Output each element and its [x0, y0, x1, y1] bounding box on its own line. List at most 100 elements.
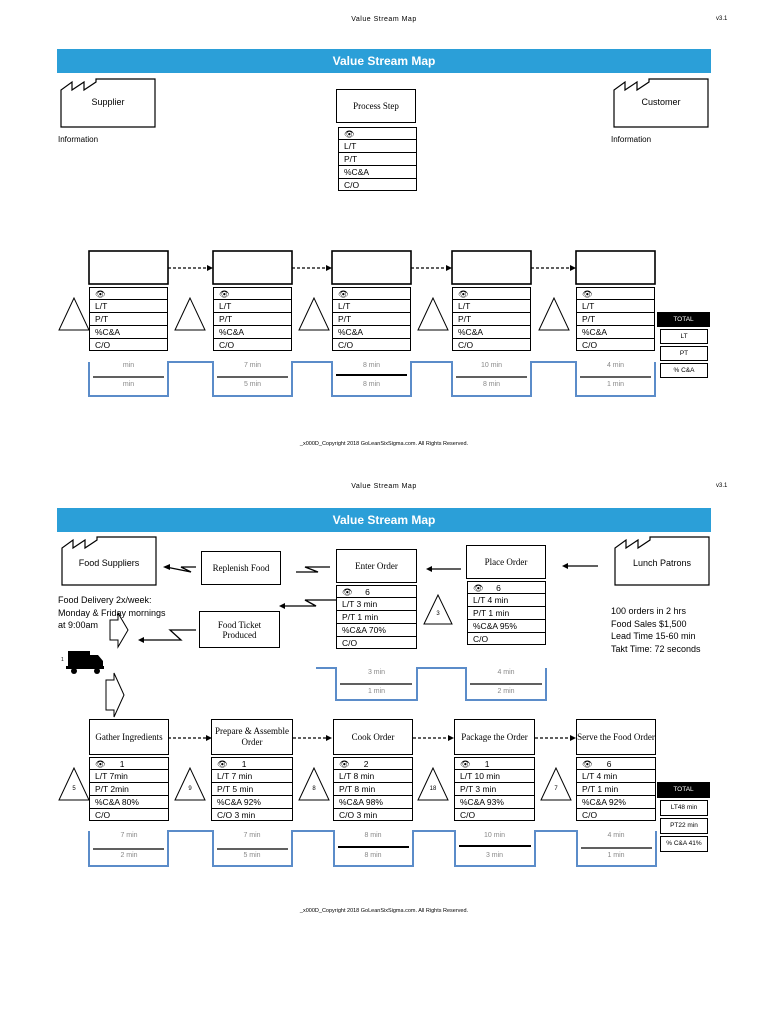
- replenish-food-box: Replenish Food: [201, 551, 281, 585]
- data-row: C/O: [455, 808, 534, 820]
- data-row: C/O: [577, 808, 655, 820]
- operator-row: 👁︎1: [455, 757, 534, 769]
- data-row: P/T 1 min: [337, 610, 416, 623]
- data-row: L/T 10 min: [455, 769, 534, 782]
- timeline-bottom-label: 2 min: [120, 852, 138, 859]
- inventory-count: 8: [312, 786, 316, 792]
- data-row: %C&A: [453, 325, 530, 338]
- operator-count: 6: [606, 759, 612, 769]
- data-row: C/O 3 min: [334, 808, 412, 820]
- timeline-bottom-label: 5 min: [243, 381, 262, 388]
- timeline-top-label: 7 min: [243, 832, 261, 839]
- operator-row: 👁︎2: [334, 757, 412, 769]
- data-row: P/T 1 min: [577, 782, 655, 795]
- operator-count: 6: [496, 583, 501, 593]
- timeline-bottom-label: 1 min: [606, 381, 625, 388]
- page1-flow-svg: [58, 250, 656, 397]
- supplier-label: Supplier: [91, 97, 125, 107]
- operator-icon: 👁︎: [95, 759, 106, 769]
- data-row: C/O: [577, 338, 654, 350]
- customer-data-line: Lead Time 15-60 min: [611, 631, 696, 641]
- electronic-info-arrow: [296, 566, 330, 573]
- data-row: P/T: [339, 152, 416, 165]
- page2-version: v3.1: [716, 483, 728, 489]
- page2-upper-flow-svg: [66, 563, 598, 718]
- upper-timeline-line: [316, 667, 547, 701]
- inventory-triangle: [174, 766, 206, 801]
- timeline-bottom-label: 1 min: [367, 688, 386, 695]
- operator-row: 👁︎: [577, 287, 654, 299]
- place-order-data-box: 👁︎ 6 L/T 4 min P/T 1 min %C&A 95% C/O: [467, 581, 546, 645]
- totals-pt: PT22 min: [660, 818, 708, 834]
- data-row: %C&A: [90, 325, 167, 338]
- operator-row: 👁︎1: [90, 757, 168, 769]
- food-ticket-label: Food Ticket Produced: [217, 619, 262, 640]
- timeline-bottom-label: 2 min: [497, 688, 515, 695]
- customer-data-line: Food Sales $1,500: [611, 618, 687, 629]
- data-row: L/T 7min: [90, 769, 168, 782]
- place-order-label: Place Order: [484, 556, 528, 567]
- customer-data-line: 100 orders in 2 hrs: [611, 606, 687, 616]
- timeline-bottom-label: 1 min: [607, 852, 625, 859]
- upper-inventory-count: 3: [436, 611, 440, 617]
- data-row: L/T 8 min: [334, 769, 412, 782]
- process-box: Package the Order: [454, 719, 535, 755]
- operator-icon: 👁︎: [95, 289, 106, 299]
- timeline-top-label: 7 min: [243, 362, 262, 369]
- food-ticket-box: Food Ticket Produced: [199, 611, 280, 648]
- timeline-top-label: 4 min: [606, 362, 625, 369]
- operator-row: 👁︎ 6: [337, 585, 416, 597]
- data-row: L/T 3 min: [337, 597, 416, 610]
- operator-count: 1: [241, 759, 247, 769]
- data-row: C/O: [90, 338, 167, 350]
- operator-icon: 👁︎: [338, 289, 349, 299]
- place-order-box: Place Order: [466, 545, 546, 579]
- data-row: C/O: [333, 338, 410, 350]
- operator-row: 👁︎: [339, 127, 416, 139]
- enter-order-label: Enter Order: [355, 560, 398, 571]
- food-suppliers-factory-icon: [61, 536, 157, 586]
- enter-order-box: Enter Order: [336, 549, 417, 583]
- data-row: P/T 1 min: [468, 606, 545, 619]
- process-box: [331, 250, 412, 285]
- totals-header: TOTAL: [657, 782, 710, 798]
- timeline-bottom-label: 8 min: [364, 852, 382, 859]
- totals-lt: LT48 min: [660, 800, 708, 816]
- data-row: %C&A 92%: [577, 795, 655, 808]
- data-row: %C&A: [214, 325, 291, 338]
- data-row: %C&A 98%: [334, 795, 412, 808]
- operator-row: 👁︎: [453, 287, 530, 299]
- operator-row: 👁︎1: [212, 757, 292, 769]
- data-row: P/T 8 min: [334, 782, 412, 795]
- process-box: [451, 250, 532, 285]
- data-row: P/T: [577, 312, 654, 325]
- totals-ca: % C&A: [660, 363, 708, 378]
- process-box: Gather Ingredients: [89, 719, 169, 755]
- operator-row: 👁︎: [90, 287, 167, 299]
- replenish-food-label: Replenish Food: [212, 563, 270, 573]
- operator-icon: 👁︎: [460, 759, 471, 769]
- electronic-info-arrow: [142, 629, 196, 641]
- inventory-triangle: [538, 296, 570, 331]
- timeline-bottom-label: min: [122, 381, 135, 388]
- shipment-arrow: [105, 672, 125, 718]
- totals-header: TOTAL: [657, 312, 710, 327]
- inventory-count: 18: [429, 786, 437, 792]
- shipment-arrow: [109, 611, 129, 649]
- inventory-triangle: [417, 296, 449, 331]
- timeline-bottom-label: 3 min: [485, 852, 504, 859]
- page2-title: Value Stream Map: [351, 483, 417, 490]
- electronic-info-arrow: [283, 599, 336, 607]
- data-row: L/T: [214, 299, 291, 312]
- page1-title: Value Stream Map: [351, 16, 417, 23]
- page1-copyright: _x000D_Copyright 2018 GoLeanSixSigma.com…: [299, 441, 469, 447]
- inventory-triangle: [417, 766, 449, 801]
- operator-icon: 👁︎: [458, 289, 469, 299]
- data-row: P/T: [453, 312, 530, 325]
- operator-row: 👁︎ 6: [468, 581, 545, 593]
- data-row: %C&A: [577, 325, 654, 338]
- page2-lower-flow-svg: [58, 735, 657, 867]
- totals-lt: LT: [660, 329, 708, 344]
